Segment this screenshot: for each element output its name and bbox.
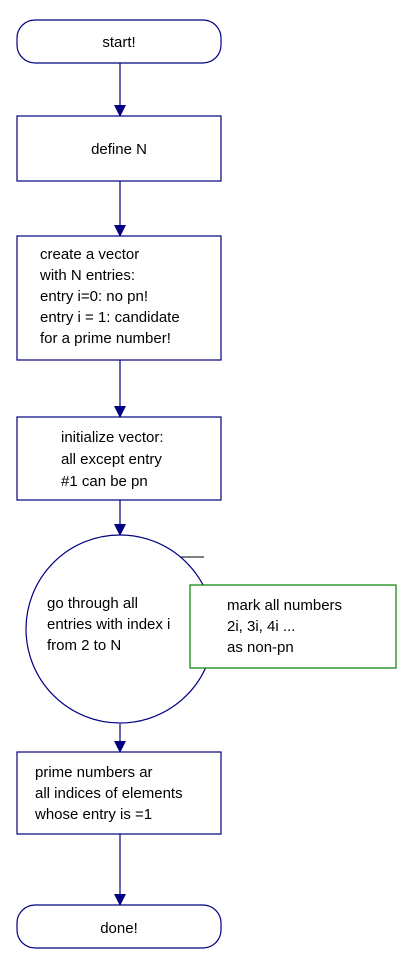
loop-line-1: go through all bbox=[47, 595, 138, 612]
create-vector-line-4: entry i = 1: candidate bbox=[40, 309, 180, 326]
loop-line-3: from 2 to N bbox=[47, 637, 121, 654]
define-n-label: define N bbox=[91, 141, 147, 158]
initialize-vector-process bbox=[16, 416, 222, 501]
create-vector-process bbox=[16, 235, 222, 361]
result-line-3: whose entry is =1 bbox=[34, 806, 152, 823]
create-vector-line-1: create a vector bbox=[40, 246, 139, 263]
create-vector-line-3: entry i=0: no pn! bbox=[40, 288, 148, 305]
result-process bbox=[16, 751, 222, 835]
loop-line-2: entries with index i bbox=[47, 616, 170, 633]
mark-numbers-box bbox=[189, 584, 397, 669]
create-vector-line-5: for a prime number! bbox=[40, 330, 171, 347]
start-terminal bbox=[16, 19, 222, 64]
initialize-vector-line-2: all except entry bbox=[61, 451, 162, 468]
mark-numbers-line-3: as non-pn bbox=[227, 639, 294, 656]
result-line-2: all indices of elements bbox=[35, 785, 183, 802]
result-line-1: prime numbers ar bbox=[35, 764, 153, 781]
initialize-vector-line-3: #1 can be pn bbox=[61, 473, 148, 490]
mark-numbers-line-2: 2i, 3i, 4i ... bbox=[227, 618, 295, 635]
done-label: done! bbox=[100, 920, 138, 937]
define-n-process bbox=[16, 115, 222, 182]
initialize-vector-line-1: initialize vector: bbox=[61, 429, 164, 446]
mark-numbers-line-1: mark all numbers bbox=[227, 597, 342, 614]
create-vector-line-2: with N entries: bbox=[39, 267, 135, 284]
start-label: start! bbox=[102, 34, 135, 51]
done-terminal bbox=[16, 904, 222, 949]
